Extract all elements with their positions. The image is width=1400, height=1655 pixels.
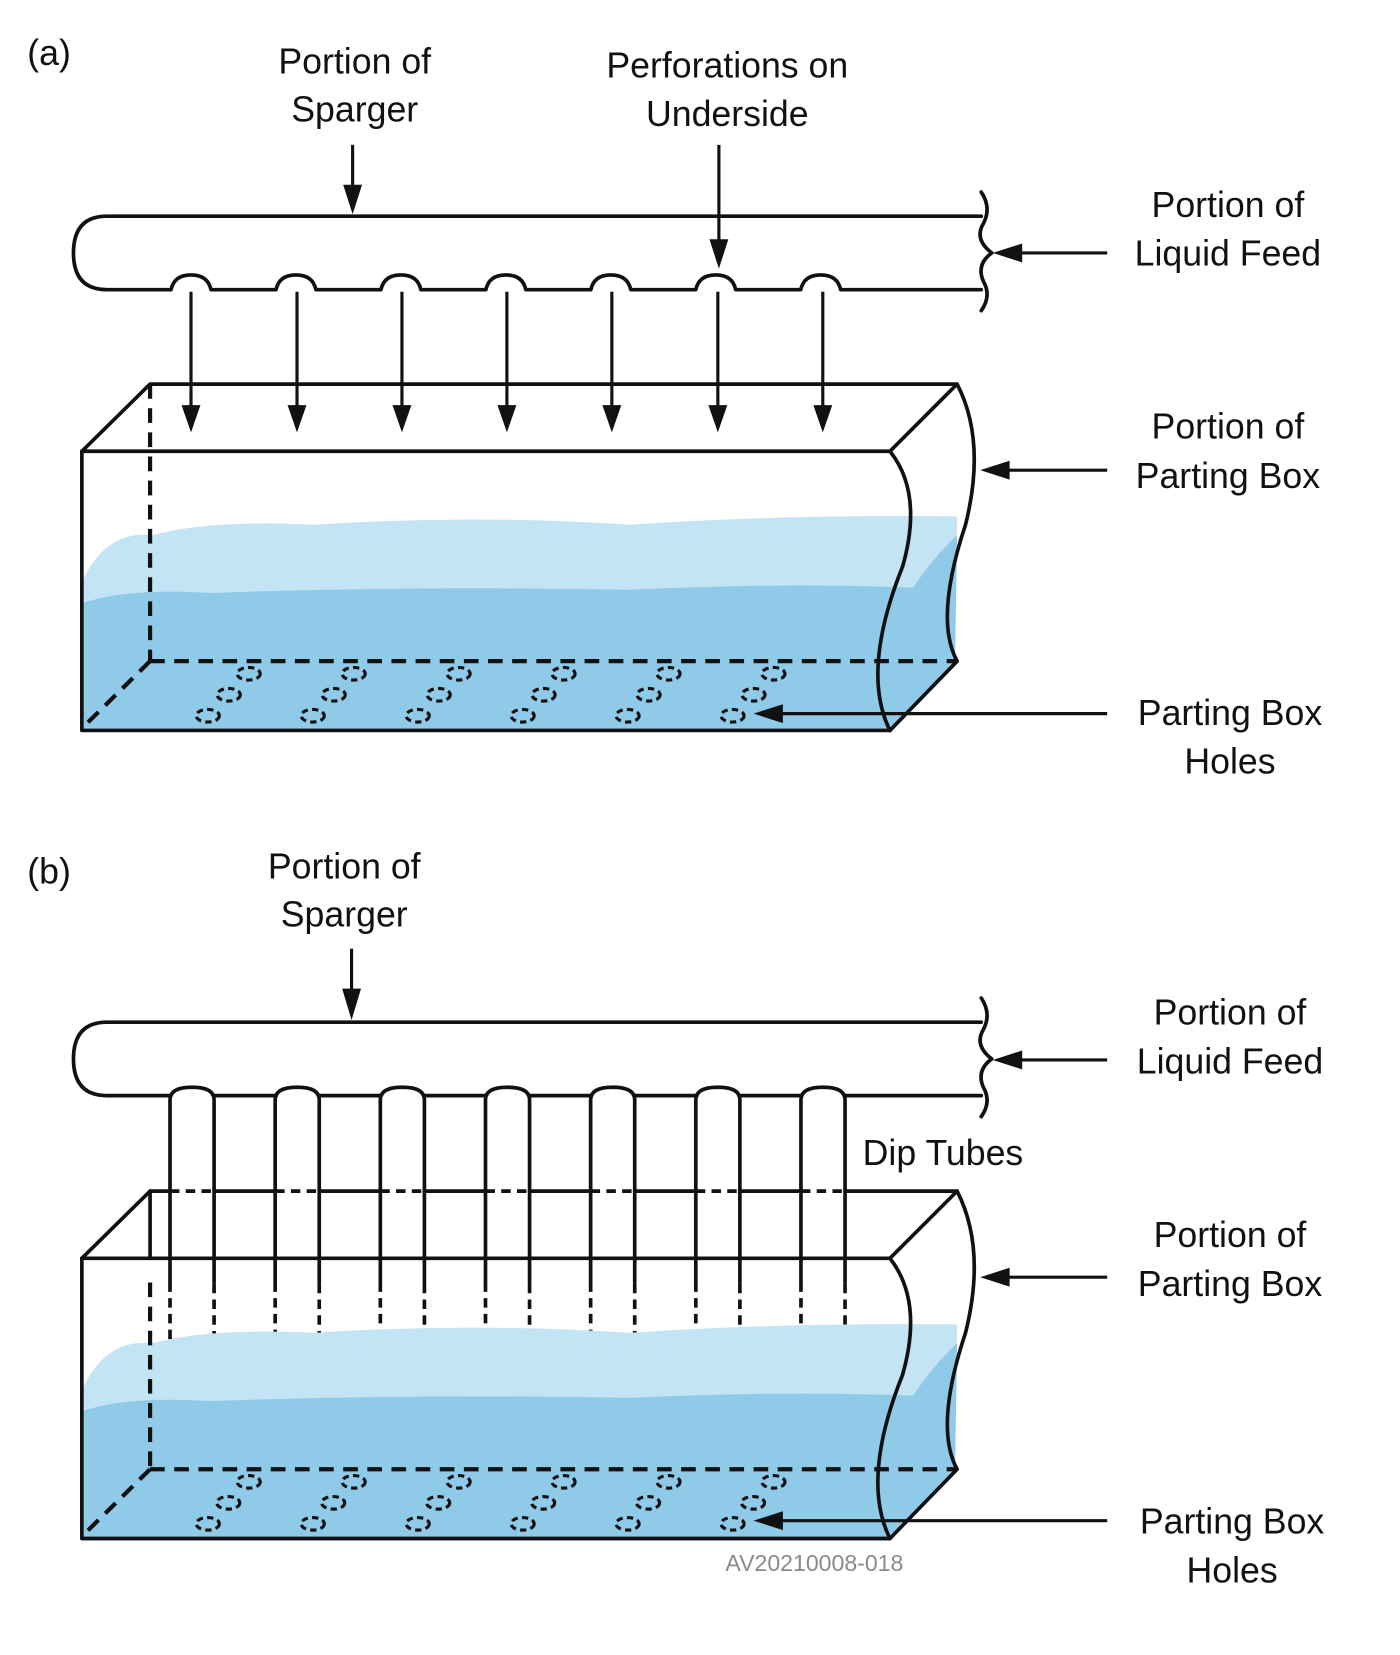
callout-sparger-b: Portion of Sparger [268,846,421,1021]
liquid-body [81,1343,958,1541]
outlet-arrows-a [181,291,833,433]
box-front-edge [80,449,892,733]
callout-holes-line2: Holes [1184,741,1275,781]
callout-holes-line1: Parting Box [1138,693,1323,733]
flow-arrow [813,291,833,433]
sparger-body [71,214,984,292]
hole-group [719,1473,787,1532]
callout-perforations-line2: Underside [646,94,809,134]
callout-liquid-feed-a: Portion of Liquid Feed [992,185,1321,274]
callout-parting-box-line2: Parting Box [1136,456,1321,496]
box-break-back [888,382,977,733]
hole-group [614,1473,682,1532]
hole-group [614,665,682,724]
callout-sparger-line2: Sparger [291,90,418,130]
panel-label-b: (b) [27,852,71,892]
hidden-edge [80,1467,152,1538]
arrow-left-icon [980,1267,1010,1287]
callout-liquid-feed-line1: Portion of [1154,992,1307,1032]
flow-arrow [602,291,622,433]
callout-dip-tubes: Dip Tubes [863,1133,1024,1173]
callout-liquid-feed-b: Portion of Liquid Feed [992,992,1323,1082]
callout-sparger-line1: Portion of [268,846,421,886]
liquid-body [81,535,958,731]
callout-sparger-line1: Portion of [278,41,431,81]
flow-arrow [392,291,412,433]
figure-id-watermark: AV20210008-018 [725,1550,903,1576]
hole-groups-a [194,665,787,724]
hole-group [509,665,577,724]
callout-holes-b: Parting Box Holes [753,1501,1325,1591]
arrow-down-icon [342,988,362,1021]
callout-parting-box-a: Portion of Parting Box [980,407,1320,496]
hole-group [509,1473,577,1532]
hole-group [299,1473,367,1532]
pipe-break-icon [978,996,994,1119]
callout-sparger-line2: Sparger [281,895,408,935]
arrow-down-icon [343,184,363,215]
callout-liquid-feed-line2: Liquid Feed [1137,1042,1323,1082]
callout-sparger-a: Portion of Sparger [278,41,431,215]
panel-label-a: (a) [27,33,71,73]
hole-group [194,665,262,724]
callout-holes-line1: Parting Box [1140,1501,1325,1541]
sparger-pipe-a [71,190,994,313]
callout-parting-box-line2: Parting Box [1138,1264,1323,1304]
sparger-pipe-b [71,996,994,1119]
arrow-left-icon [753,704,783,724]
flow-arrow [708,291,728,433]
hole-groups-b [194,1473,787,1532]
panel-a: (a) Portion of Sparger Perforations on U… [27,33,1322,781]
hidden-edge [80,659,152,730]
callout-perforations-line1: Perforations on [606,46,848,86]
callout-holes-a: Parting Box Holes [753,693,1323,781]
arrow-left-icon [980,460,1010,480]
hole-group [404,665,472,724]
arrow-down-icon [709,239,729,269]
box-front-edge [80,1256,892,1541]
hole-group [299,665,367,724]
hole-group [194,1473,262,1532]
parting-box-a [80,382,977,733]
callout-liquid-feed-line2: Liquid Feed [1135,234,1321,274]
box-break-back [888,1189,977,1541]
box-break-front [876,1256,913,1541]
callout-liquid-feed-line1: Portion of [1152,185,1305,225]
box-break-front [876,449,913,733]
box-back-top-edge [148,1189,959,1285]
callout-perforations: Perforations on Underside [606,46,848,269]
callout-holes-line2: Holes [1186,1551,1277,1591]
box-left-top-edge [80,1189,152,1261]
callout-parting-box-line1: Portion of [1154,1215,1307,1255]
hole-group [404,1473,472,1532]
sparger-body [71,1020,984,1098]
callout-parting-box-line1: Portion of [1152,407,1305,447]
panel-b: (b) Portion of Sparger Dip Tubes [27,846,1324,1590]
hole-group [719,665,787,724]
flow-arrow [287,291,307,433]
flow-arrow [181,291,201,433]
flow-arrow [497,291,517,433]
arrow-left-icon [992,243,1023,263]
arrow-left-icon [753,1511,783,1531]
parting-box-b [80,1189,977,1541]
pipe-break-icon [978,190,994,313]
callout-parting-box-b: Portion of Parting Box [980,1215,1322,1304]
arrow-left-icon [992,1050,1023,1070]
